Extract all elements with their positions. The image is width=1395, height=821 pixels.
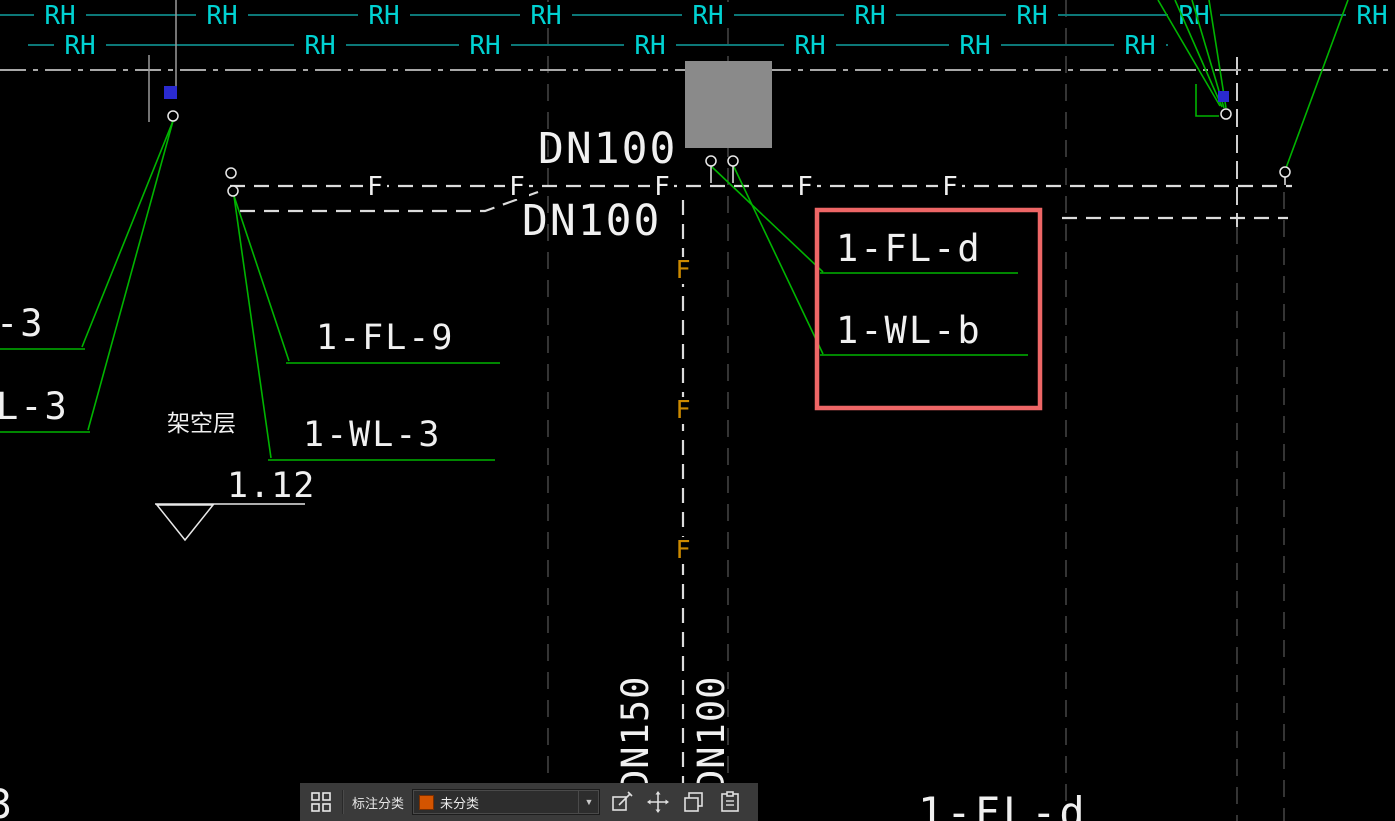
pipe-f-label: F [654, 172, 670, 202]
left-partial-label-bottom: L-3 [0, 385, 69, 428]
left-partial-label-top: -3 [0, 302, 45, 345]
rh-label: RH [530, 1, 561, 31]
leader-label-fl9: 1-FL-9 [316, 318, 454, 358]
left-junction [148, 0, 177, 122]
category-dropdown[interactable]: 未分类 ▼ [412, 789, 601, 815]
pipe-f-label: F [509, 172, 525, 202]
pipe-f-vertical-label: F [675, 255, 690, 284]
rh-row-2: RH RH RH RH RH RH RH [28, 31, 1168, 61]
junction-nodes [167, 108, 1291, 197]
copy-icon [684, 792, 703, 812]
copy-button[interactable] [680, 788, 708, 816]
bottom-left-partial-label: 3 [0, 782, 12, 821]
dn100-upper-label: DN100 [538, 124, 677, 174]
move-icon [647, 791, 670, 813]
blue-node-marker [1218, 91, 1229, 102]
rh-label: RH [692, 1, 723, 31]
chevron-down-icon[interactable]: ▼ [578, 790, 599, 814]
classification-grid-button[interactable] [308, 789, 334, 815]
edit-icon [612, 791, 633, 811]
rh-label: RH [1356, 1, 1387, 31]
rh-label: RH [304, 31, 335, 61]
blue-node-marker [164, 86, 177, 99]
rh-label: RH [206, 1, 237, 31]
leader-lines [0, 0, 1349, 461]
elevation-value: 1.12 [227, 466, 315, 506]
floor-name-label: 架空层 [167, 410, 236, 436]
paste-button[interactable] [716, 788, 744, 816]
pipe-f-vertical-label: F [675, 395, 690, 424]
category-dropdown-value: 未分类 [440, 795, 480, 811]
leader-label-wl3: 1-WL-3 [303, 415, 441, 455]
rh-label: RH [469, 31, 500, 61]
pipe-f-label: F [797, 172, 813, 202]
category-label: 标注分类 [352, 795, 405, 811]
elevation-marker [155, 503, 305, 542]
rh-label: RH [1124, 31, 1155, 61]
rh-label: RH [44, 1, 75, 31]
leader-label-wlb: 1-WL-b [836, 309, 982, 352]
pipe-f-label: F [942, 172, 958, 202]
rh-label: RH [634, 31, 665, 61]
toolbar-divider [342, 790, 344, 814]
vertical-pipe: F F F [671, 200, 695, 792]
rh-label: RH [959, 31, 990, 61]
pipe-f-label: F [367, 172, 383, 202]
dn150-vertical-label: DN150 [614, 676, 657, 792]
column-block [685, 61, 772, 148]
rh-label: RH [854, 1, 885, 31]
bottom-partial-label: 1-FL-d [918, 788, 1088, 821]
annotation-toolbar: 标注分类 未分类 ▼ [300, 783, 758, 821]
rh-label: RH [794, 31, 825, 61]
grid-icon [311, 792, 331, 812]
dn100-lower-label: DN100 [522, 196, 661, 246]
rh-label: RH [368, 1, 399, 31]
rh-label: RH [64, 31, 95, 61]
rh-row-1: RH RH RH RH RH RH RH RH RH [0, 1, 1395, 31]
category-color-swatch [419, 794, 435, 810]
move-button[interactable] [644, 788, 672, 816]
dn100-vertical-label: DN100 [690, 676, 733, 792]
horizontal-pipe: F F F F F [230, 172, 1292, 220]
rh-label: RH [1016, 1, 1047, 31]
paste-icon [721, 791, 739, 812]
highlight-box [814, 207, 1043, 411]
grid-lines [547, 0, 1285, 821]
pipe-f-vertical-label: F [675, 535, 690, 564]
edit-annotation-button[interactable] [608, 788, 636, 816]
leader-label-fld: 1-FL-d [836, 227, 982, 270]
